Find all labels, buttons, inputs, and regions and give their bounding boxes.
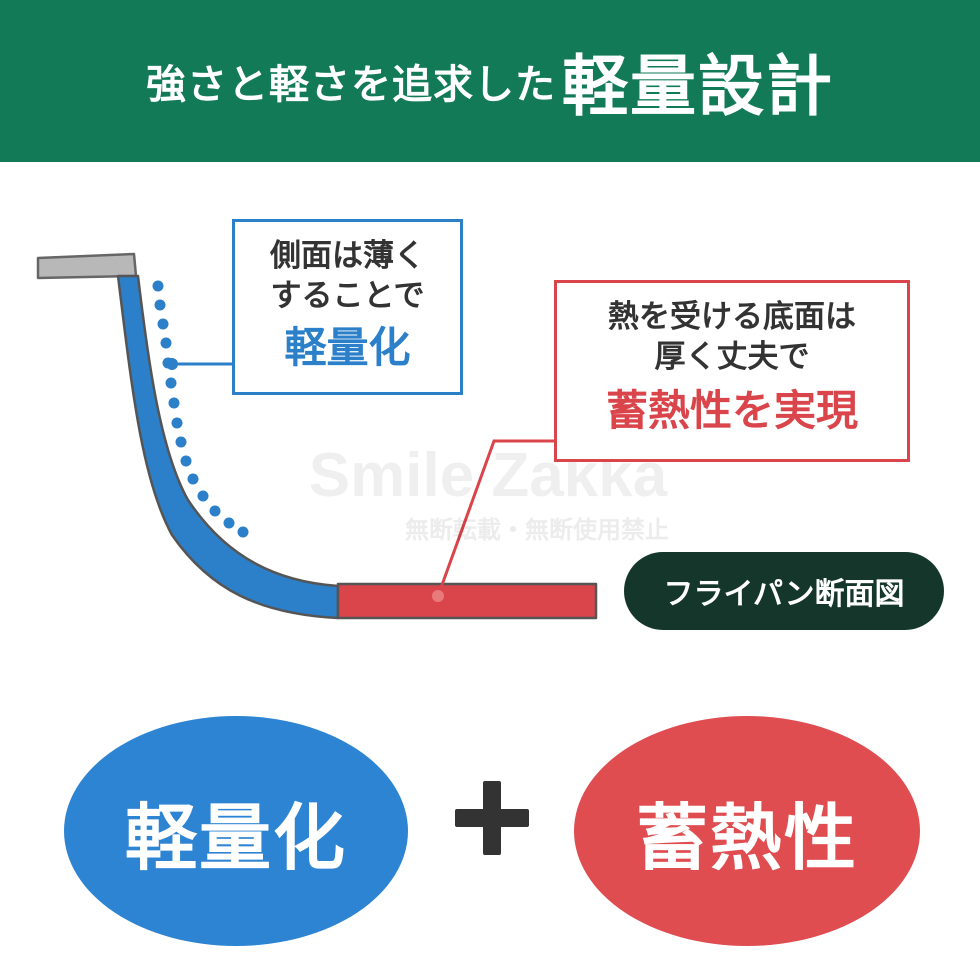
watermark-subtext: 無断転載・無断使用禁止 <box>405 516 669 544</box>
diagram-caption-badge: フライパン断面図 <box>624 552 944 630</box>
lightweight-badge: 軽量化 <box>64 716 408 946</box>
bottom-callout-line2: 厚く丈夫で <box>654 339 810 375</box>
header-title-emphasis: 軽量設計 <box>562 47 834 125</box>
bottom-callout: 熱を受ける底面は 厚く丈夫で 蓄熱性を実現 <box>554 280 910 462</box>
side-callout-line1: 側面は薄く <box>270 238 425 274</box>
side-callout-leader-dot <box>166 358 178 370</box>
bottom-callout-line1: 熱を受ける底面は <box>608 299 856 335</box>
header-title: 強さと軽さを追求した <box>146 62 556 108</box>
side-callout-line2: することで <box>270 278 425 314</box>
pan-rim <box>36 252 138 280</box>
pan-bottom <box>336 582 598 620</box>
header-banner: 強さと軽さを追求した 軽量設計 <box>0 0 980 162</box>
bottom-callout-leader-dot <box>432 590 444 602</box>
plus-icon <box>455 781 529 855</box>
heat-retention-badge: 蓄熱性 <box>574 716 920 946</box>
side-wall-callout: 側面は薄く することで 軽量化 <box>232 219 463 395</box>
thin-wall-dots <box>152 280 249 538</box>
bottom-callout-leader <box>436 439 554 597</box>
bottom-callout-emphasis: 蓄熱性を実現 <box>605 386 858 435</box>
side-callout-emphasis: 軽量化 <box>284 323 411 372</box>
